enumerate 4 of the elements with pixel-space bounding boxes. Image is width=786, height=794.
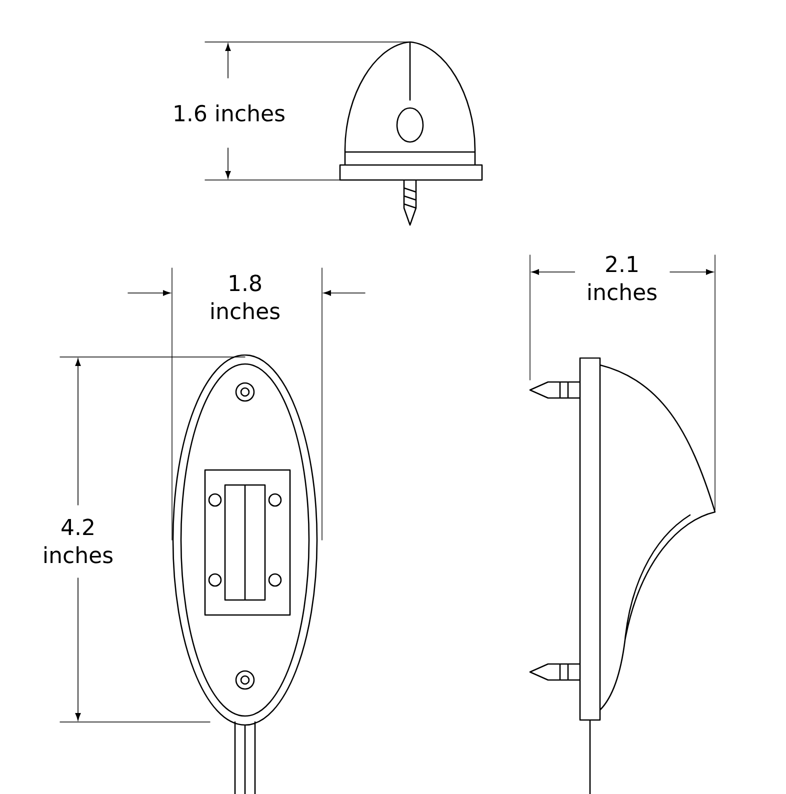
- dimension-label: 1.6 inches: [170, 102, 288, 124]
- dimension-label: 1.8 inches: [198, 272, 292, 322]
- dimension-label: 4.2 inches: [31, 516, 125, 566]
- dimension-label: 2.1 inches: [575, 254, 669, 302]
